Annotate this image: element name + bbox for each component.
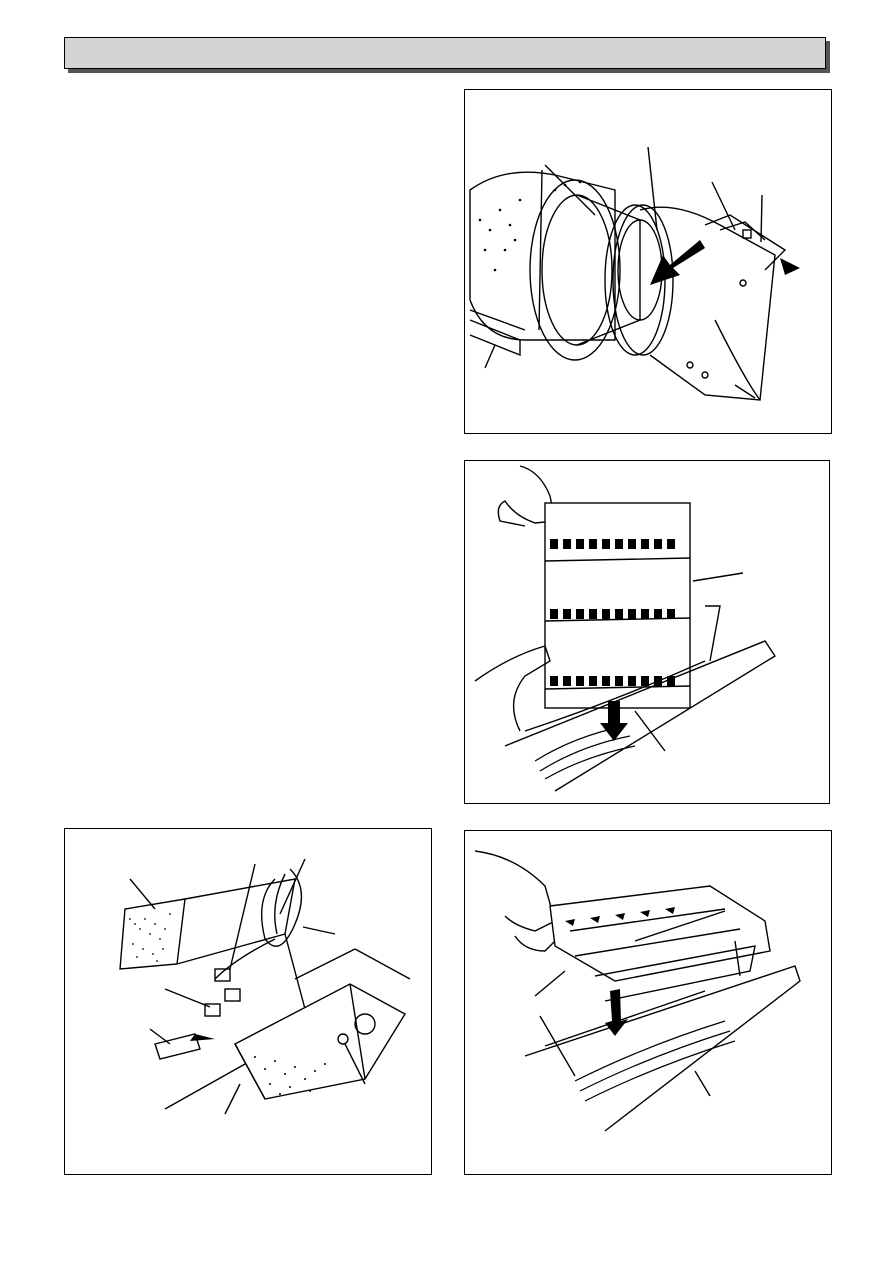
section-header-bar <box>64 37 826 69</box>
burner-injector-illustration <box>469 146 800 401</box>
figure-burner-retainer <box>464 830 832 1175</box>
burner-retainer-illustration <box>474 850 801 1132</box>
figure-control-box <box>64 828 432 1175</box>
control-box-illustration <box>119 858 411 1115</box>
burner-bar-cover-illustration <box>474 465 776 792</box>
figure-burner-injector <box>464 89 832 434</box>
figure-burner-bar-cover <box>464 460 830 804</box>
